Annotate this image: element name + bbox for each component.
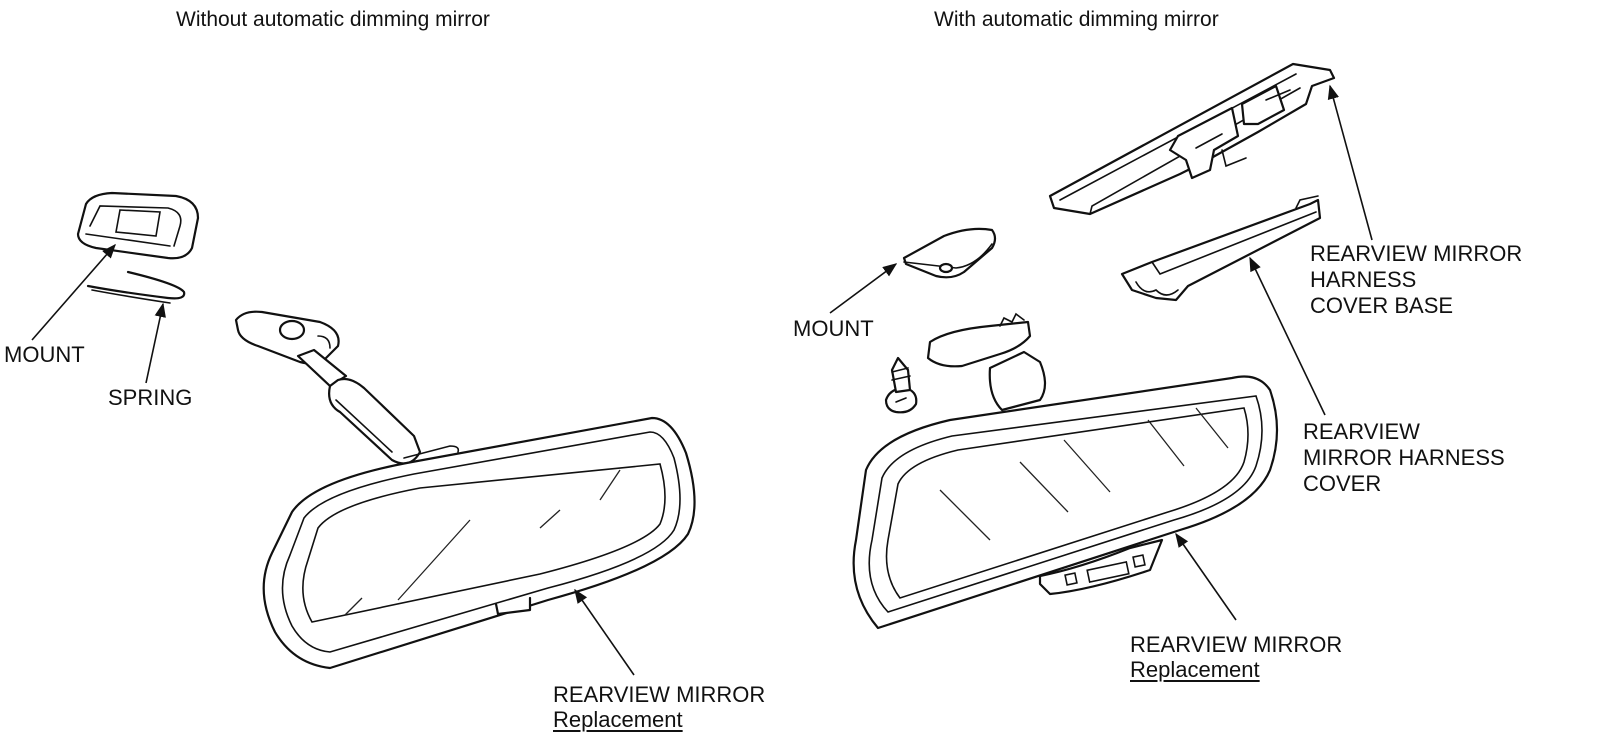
right-mirror-stem (926, 312, 1047, 412)
right-mount-label: MOUNT (793, 316, 874, 341)
right-mirror-label: REARVIEW MIRROR (1130, 632, 1343, 657)
leader-left-mount (31, 243, 116, 341)
right-panel-drawing (829, 62, 1373, 630)
right-mirror-replacement-link[interactable]: Replacement (1130, 657, 1260, 682)
right-panel-title: With automatic dimming mirror (934, 8, 1219, 31)
left-mirror-label: REARVIEW MIRROR (553, 682, 766, 707)
cover-label-line1: REARVIEW (1303, 419, 1420, 444)
left-mirror-replacement-link[interactable]: Replacement (553, 707, 683, 732)
left-panel-title: Without automatic dimming mirror (176, 8, 490, 31)
leader-left-mirror (574, 588, 635, 676)
leader-right-mount (829, 263, 898, 314)
screw-part (884, 356, 918, 414)
left-panel-drawing (31, 191, 696, 676)
leader-left-spring (145, 302, 166, 384)
left-spring-part (86, 270, 186, 304)
right-mirror-body (852, 375, 1279, 630)
cover-label-line2: MIRROR HARNESS (1303, 445, 1505, 470)
cover-label-line3: COVER (1303, 471, 1382, 496)
leader-cover-base (1327, 84, 1373, 241)
harness-cover-part (1120, 195, 1322, 302)
left-mount-label: MOUNT (4, 342, 85, 367)
left-mirror-body (262, 416, 696, 670)
left-mirror-stem (234, 310, 422, 465)
cover-base-label-line1: REARVIEW MIRROR (1310, 241, 1523, 266)
right-mount-part (902, 227, 997, 279)
cover-base-label-line2: HARNESS (1310, 267, 1417, 292)
leader-cover (1249, 256, 1326, 416)
harness-cover-base-part (1048, 62, 1336, 216)
leader-right-mirror (1175, 532, 1237, 621)
left-spring-label: SPRING (108, 385, 193, 410)
left-mount-part (76, 191, 200, 260)
cover-base-label-line3: COVER BASE (1310, 293, 1454, 318)
